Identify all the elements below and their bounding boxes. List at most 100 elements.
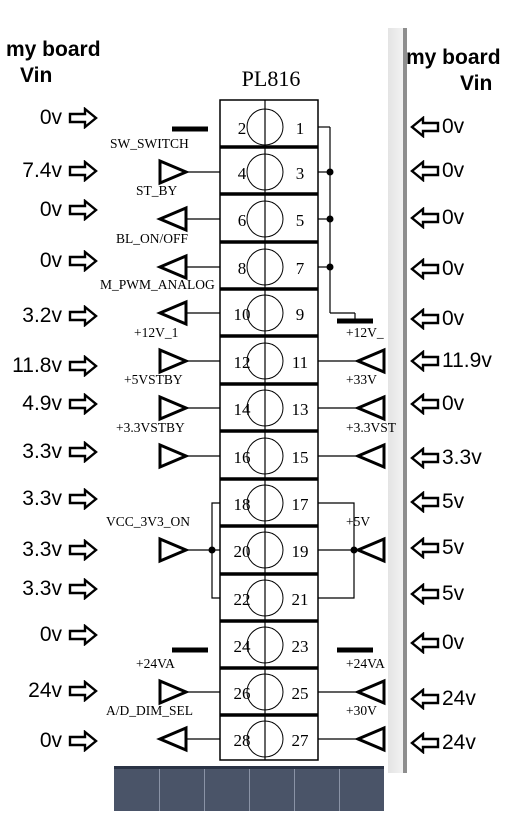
left-voltage-arrow: [68, 539, 98, 561]
left-voltage-reading: 0v: [39, 729, 62, 752]
pin-number-left: 26: [234, 684, 251, 703]
left-voltage-reading: 11.8v: [12, 354, 62, 377]
right-voltage-arrow-shape: [410, 632, 440, 654]
pin-number-left: 16: [234, 448, 251, 467]
left-signal-label: +12V_1: [134, 325, 178, 340]
right-voltage-arrow-shape: [410, 688, 440, 710]
bottom-bar-divider: [339, 769, 340, 811]
junction-dot: [326, 263, 334, 271]
left-signal-label: +24VA: [136, 656, 175, 671]
right-voltage-arrow-shape: [410, 350, 440, 372]
pin-left-arc: [246, 248, 266, 286]
pin-number-right: 7: [296, 259, 305, 278]
pin-number-right: 27: [292, 731, 310, 750]
right-voltage-arrow-shape: [410, 732, 440, 754]
right-signal-arrow: [354, 725, 386, 753]
right-voltage-arrow: [410, 632, 440, 654]
pin-number-right: 1: [296, 119, 305, 138]
left-signal-label: +3.3VSTBY: [116, 420, 185, 435]
right-voltage-reading: 0v: [442, 115, 465, 138]
pin-right-arc: [264, 437, 284, 475]
pin-right-arc: [264, 626, 284, 664]
right-signal-label: +3.3VST: [346, 420, 397, 435]
pin-number-left: 24: [234, 637, 252, 656]
left-signal-label: ST_BY: [136, 183, 178, 198]
right-voltage-arrow-shape: [410, 308, 440, 330]
right-voltage-reading: 0v: [442, 631, 465, 654]
left-signal-label: M_PWM_ANALOG: [100, 277, 215, 292]
left-signal-label: SW_SWITCH: [110, 136, 189, 151]
pin-number-right: 21: [292, 590, 309, 609]
left-voltage-reading: 0v: [39, 623, 62, 646]
pin-number-left: 28: [234, 731, 251, 750]
pin-right-arc: [264, 720, 284, 758]
pin-left-arc: [246, 108, 266, 146]
right-header-line1: my board: [406, 46, 501, 69]
right-signal-arrow: [354, 442, 386, 470]
left-header-line1: my board: [6, 38, 101, 61]
right-voltage-reading: 0v: [442, 159, 465, 182]
left-voltage-arrow: [68, 680, 98, 702]
right-voltage-arrow: [410, 688, 440, 710]
left-voltage-arrow: [68, 393, 98, 415]
left-voltage-arrow-shape: [68, 488, 98, 510]
scan-divider-line: [403, 28, 407, 773]
left-voltage-reading: 3.3v: [22, 487, 62, 510]
right-voltage-reading: 5v: [442, 582, 465, 605]
right-voltage-arrow: [410, 447, 440, 469]
right-voltage-arrow-shape: [410, 491, 440, 513]
left-signal-arrow: [158, 536, 190, 564]
right-voltage-arrow: [410, 160, 440, 182]
pin-number-right: 25: [292, 684, 309, 703]
right-voltage-arrow: [410, 308, 440, 330]
pin-number-right: 3: [296, 164, 305, 183]
right-voltage-reading: 3.3v: [442, 446, 482, 469]
bottom-bar-divider: [249, 769, 250, 811]
bottom-bar-divider: [204, 769, 205, 811]
left-voltage-arrow: [68, 441, 98, 463]
left-signal-label: VCC_3V3_ON: [106, 514, 190, 529]
right-voltage-reading: 24v: [442, 687, 476, 710]
pin-number-left: 4: [238, 164, 247, 183]
pin-number-right: 13: [292, 400, 309, 419]
pin-right-arc: [264, 484, 284, 522]
left-signal-label: BL_ON/OFF: [116, 231, 189, 246]
scan-edge-shadow: [388, 28, 403, 773]
left-voltage-arrow: [68, 355, 98, 377]
left-signal-arrow: [156, 299, 188, 327]
left-voltage-arrow-shape: [68, 539, 98, 561]
screen-bottom-bar: [114, 766, 384, 811]
right-voltage-arrow-shape: [410, 583, 440, 605]
right-voltage-arrow-shape: [410, 393, 440, 415]
left-signal-arrow: [158, 442, 190, 470]
pin-left-arc: [246, 484, 266, 522]
junction-dot: [326, 215, 334, 223]
right-voltage-reading: 24v: [442, 731, 476, 754]
right-voltage-reading: 11.9v: [442, 349, 492, 372]
right-voltage-arrow-shape: [410, 116, 440, 138]
pin-number-right: 19: [292, 542, 309, 561]
left-voltage-arrow-shape: [68, 199, 98, 221]
left-signal-label: +5VSTBY: [124, 372, 183, 387]
pin-left-arc: [246, 389, 266, 427]
right-voltage-arrow-shape: [410, 160, 440, 182]
bottom-bar-divider: [159, 769, 160, 811]
left-voltage-arrow-shape: [68, 730, 98, 752]
left-signal-arrow: [156, 253, 188, 281]
pin-number-right: 17: [292, 495, 310, 514]
left-voltage-arrow-shape: [68, 441, 98, 463]
right-signal-arrow: [354, 394, 386, 422]
pin-number-right: 11: [292, 353, 308, 372]
pin-right-arc: [264, 389, 284, 427]
schematic-scan-background: [101, 28, 388, 808]
left-voltage-arrow: [68, 730, 98, 752]
left-voltage-reading: 3.2v: [22, 304, 62, 327]
left-voltage-reading: 3.3v: [22, 577, 62, 600]
pin-number-left: 20: [234, 542, 251, 561]
pin-left-arc: [246, 342, 266, 380]
left-signal-arrow: [158, 158, 190, 186]
pin-number-left: 18: [234, 495, 251, 514]
connector-title: PL816: [242, 66, 301, 91]
right-signal-arrow: [354, 347, 386, 375]
left-voltage-reading: 4.9v: [22, 392, 62, 415]
